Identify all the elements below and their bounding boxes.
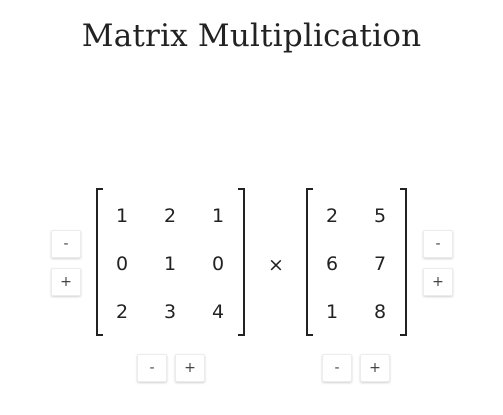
matrix-a-cell[interactable]: 4: [211, 301, 225, 323]
matrix-a-remove-column-button[interactable]: -: [137, 354, 167, 382]
matrix-b-add-row-button[interactable]: +: [423, 268, 453, 296]
matrix-a-right-bracket: [238, 188, 245, 336]
page-title: Matrix Multiplication: [81, 18, 422, 54]
matrix-b-add-column-button[interactable]: +: [360, 354, 390, 382]
matrix-b-cell[interactable]: 2: [325, 205, 339, 227]
matrix-a-left-bracket: [96, 188, 103, 336]
matrix-a-cell[interactable]: 2: [115, 301, 129, 323]
matrix-b-cell[interactable]: 1: [325, 301, 339, 323]
matrix-a-cell[interactable]: 0: [115, 253, 129, 275]
matrix-b-left-bracket: [306, 188, 313, 336]
matrix-b-cell[interactable]: 6: [325, 253, 339, 275]
matrix-b-remove-row-button[interactable]: -: [423, 230, 453, 258]
matrix-b-cell[interactable]: 8: [373, 301, 387, 323]
matrix-a-cell[interactable]: 1: [163, 253, 177, 275]
matrix-a-cell[interactable]: 1: [211, 205, 225, 227]
matrix-a-add-row-button[interactable]: +: [51, 268, 81, 296]
matrix-a-cell[interactable]: 1: [115, 205, 129, 227]
matrix-b-right-bracket: [400, 188, 407, 336]
multiply-operator: ×: [268, 254, 284, 276]
matrix-b-cell[interactable]: 5: [373, 205, 387, 227]
matrix-a-add-column-button[interactable]: +: [175, 354, 205, 382]
matrix-b-remove-column-button[interactable]: -: [322, 354, 352, 382]
matrix-b-cell[interactable]: 7: [373, 253, 387, 275]
matrix-a-remove-row-button[interactable]: -: [51, 230, 81, 258]
matrix-a-cell[interactable]: 2: [163, 205, 177, 227]
matrix-a-cell[interactable]: 3: [163, 301, 177, 323]
matrix-a-cell[interactable]: 0: [211, 253, 225, 275]
